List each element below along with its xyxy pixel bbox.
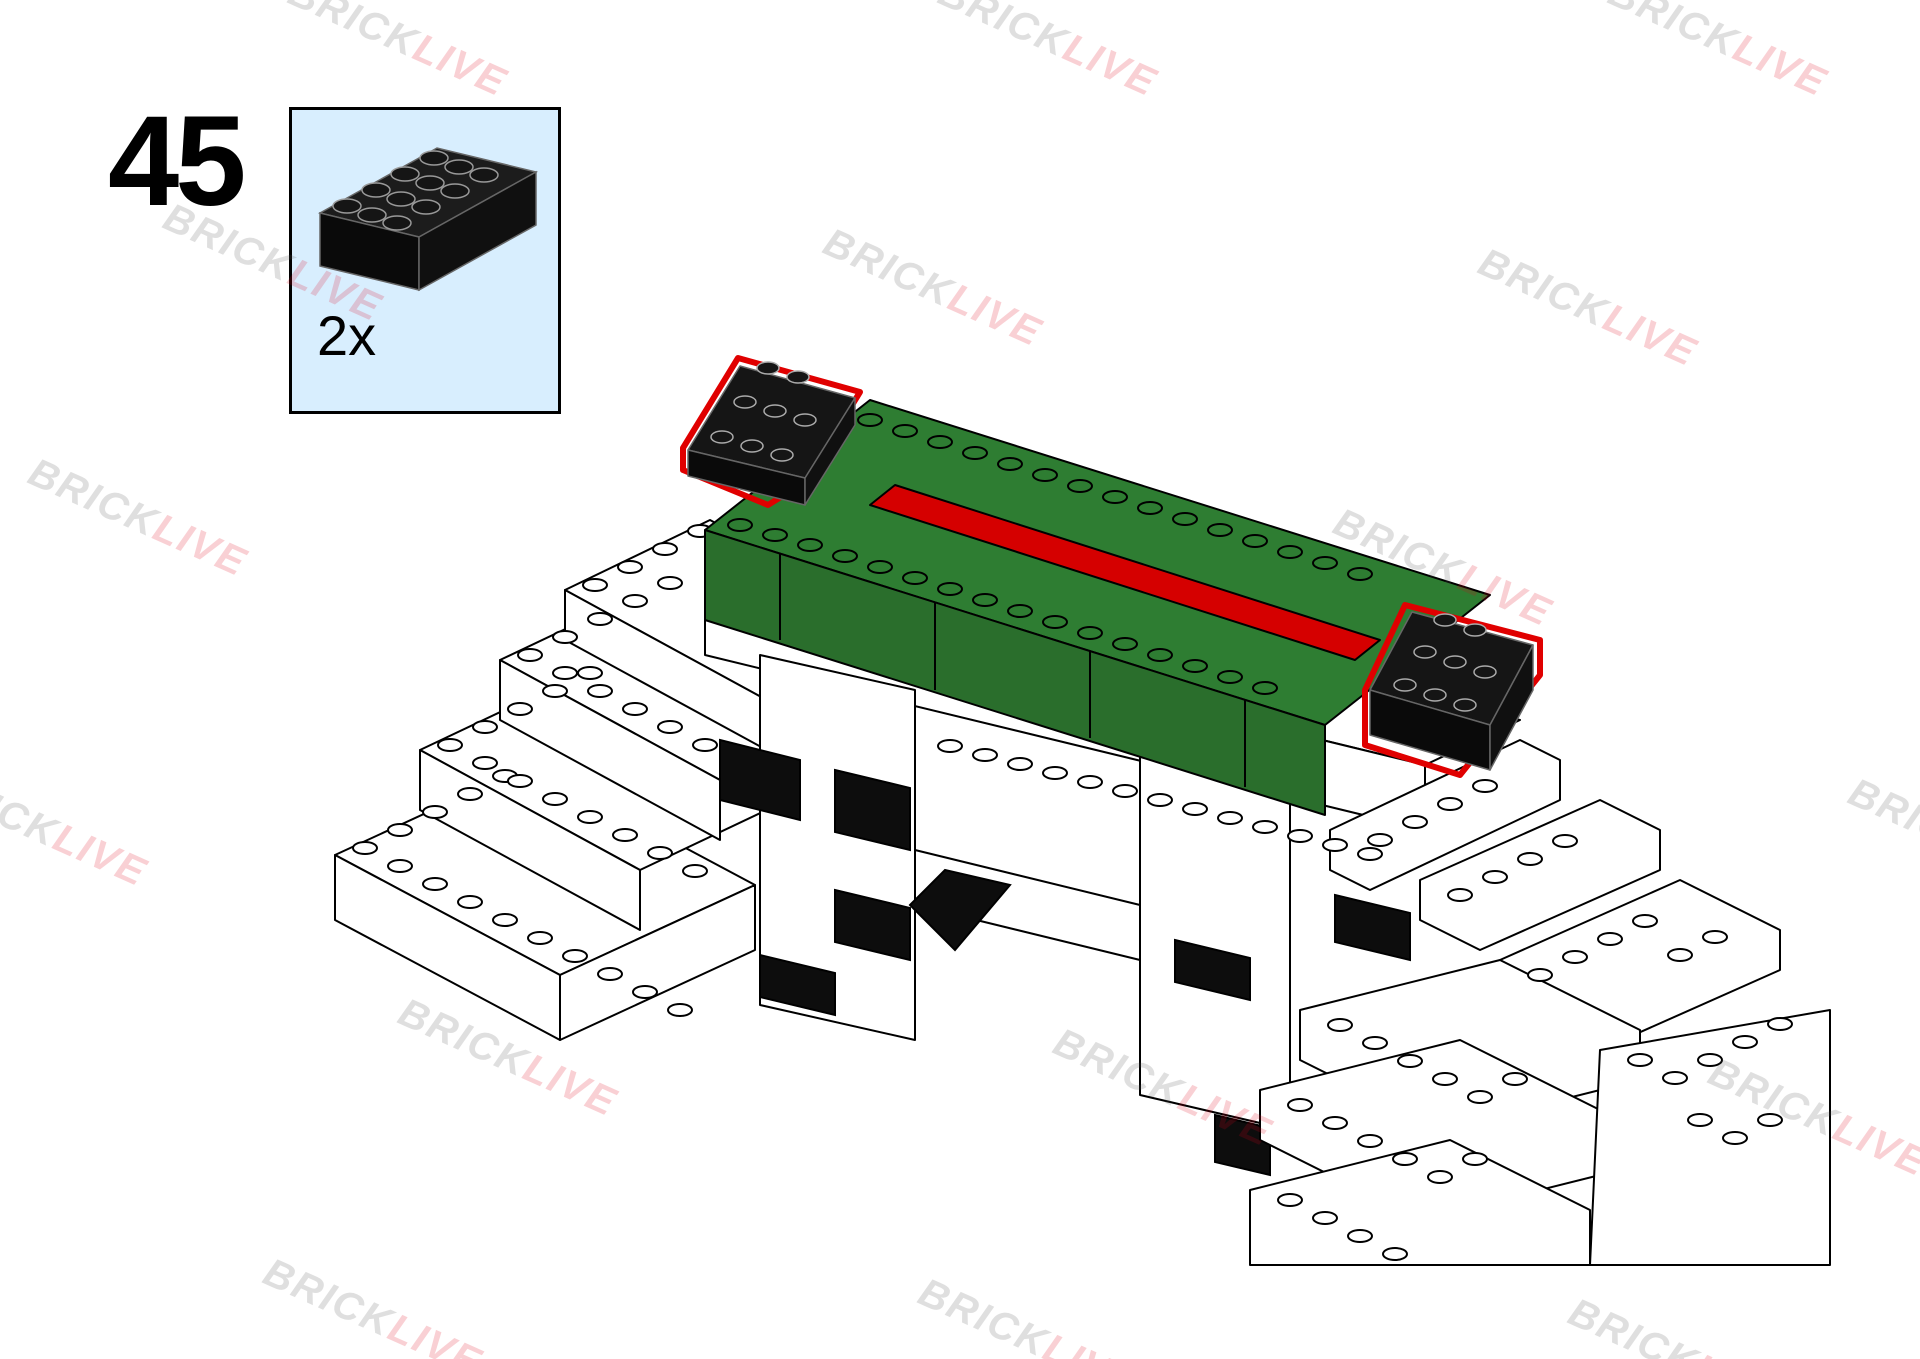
green-top-layer [704,399,1491,816]
parts-callout: 2x [289,107,561,414]
white-studs-left [352,524,718,1017]
white-studs-right [1277,779,1793,1261]
new-black-brick-right [1362,602,1543,778]
step-number: 45 [108,90,246,233]
black-brick-2x4-icon [317,147,539,292]
white-base-right [1249,739,1831,1266]
black-accent-bricks [719,738,1411,1177]
part-quantity: 2x [317,304,377,367]
new-black-brick-left [680,355,863,508]
green-studs [727,413,1373,695]
